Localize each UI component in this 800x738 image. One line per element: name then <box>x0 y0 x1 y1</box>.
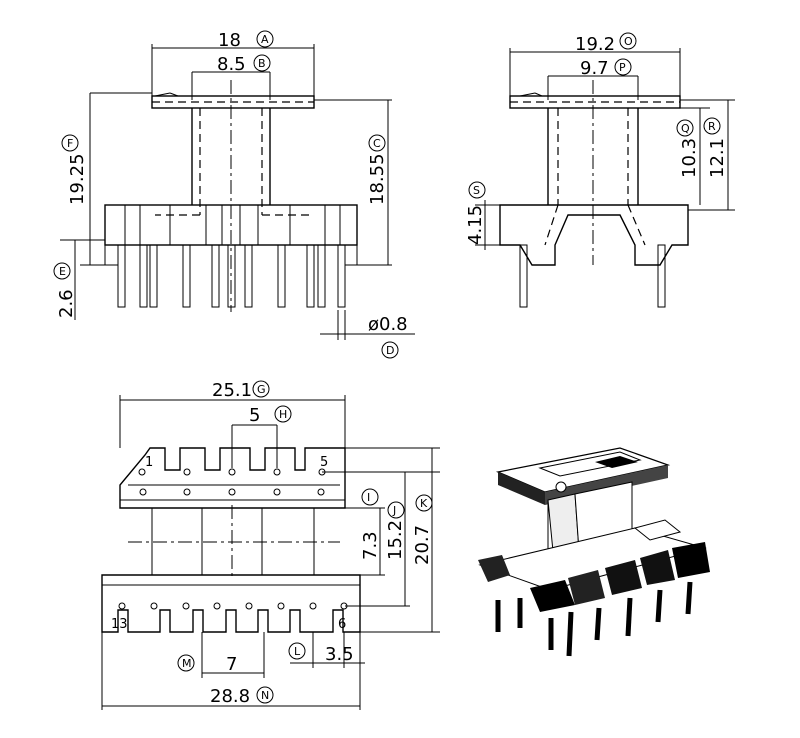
dim-j-value: 7.3 <box>360 531 381 560</box>
dim-h-value: 5 <box>249 405 260 426</box>
svg-text:J: J <box>392 504 396 517</box>
svg-text:F: F <box>67 137 73 150</box>
dim-e-value: 2.6 <box>56 289 77 318</box>
svg-text:P: P <box>619 61 626 74</box>
side-view: 19.2 O 9.7 P 10.3 12.1 Q R 4.15 S <box>465 32 735 308</box>
dim-l-value: 3.5 <box>325 644 354 665</box>
svg-text:E: E <box>59 265 66 278</box>
svg-text:O: O <box>624 35 633 48</box>
svg-text:H: H <box>279 408 287 421</box>
pin-13-label: 13 <box>111 617 128 632</box>
dim-g-value: 25.1 <box>212 380 252 401</box>
dim-b-value: 8.5 <box>217 54 246 75</box>
svg-text:D: D <box>386 344 394 357</box>
svg-text:M: M <box>182 657 192 670</box>
dim-j2-value: 15.2 <box>385 520 406 560</box>
dim-k-value: 20.7 <box>412 525 433 565</box>
svg-text:K: K <box>420 497 428 510</box>
dim-f-value: 19.25 <box>67 153 88 205</box>
svg-text:C: C <box>373 137 381 150</box>
pin-1-label: 1 <box>145 455 153 470</box>
dim-d-value: ø0.8 <box>368 314 408 335</box>
svg-text:N: N <box>261 689 269 702</box>
dim-a-value: 18 <box>218 30 241 51</box>
isometric-view <box>478 447 710 657</box>
dim-p-value: 9.7 <box>580 58 609 79</box>
svg-text:L: L <box>294 645 301 658</box>
dim-m-value: 7 <box>226 654 237 675</box>
dim-o-value: 19.2 <box>575 34 615 55</box>
svg-text:G: G <box>257 383 266 396</box>
dim-s-value: 4.15 <box>465 205 486 245</box>
svg-text:R: R <box>708 120 716 133</box>
dim-r-value: 12.1 <box>707 138 728 178</box>
svg-text:A: A <box>261 33 269 46</box>
svg-text:I: I <box>367 491 370 504</box>
dim-n-value: 28.8 <box>210 686 250 707</box>
pin-5-label: 5 <box>320 455 328 470</box>
bottom-view: 1 5 13 6 25.1 G 5 H <box>101 380 440 710</box>
dim-q-value: 10.3 <box>679 138 700 178</box>
svg-text:B: B <box>258 57 266 70</box>
front-view: 18 A 8.5 B 19.25 F 18.55 C 2.6 E ø0.8 D <box>53 30 415 359</box>
svg-text:S: S <box>473 184 480 197</box>
pin-6-label: 6 <box>338 617 346 632</box>
dim-c-value: 18.55 <box>367 153 388 205</box>
svg-text:Q: Q <box>681 122 690 135</box>
